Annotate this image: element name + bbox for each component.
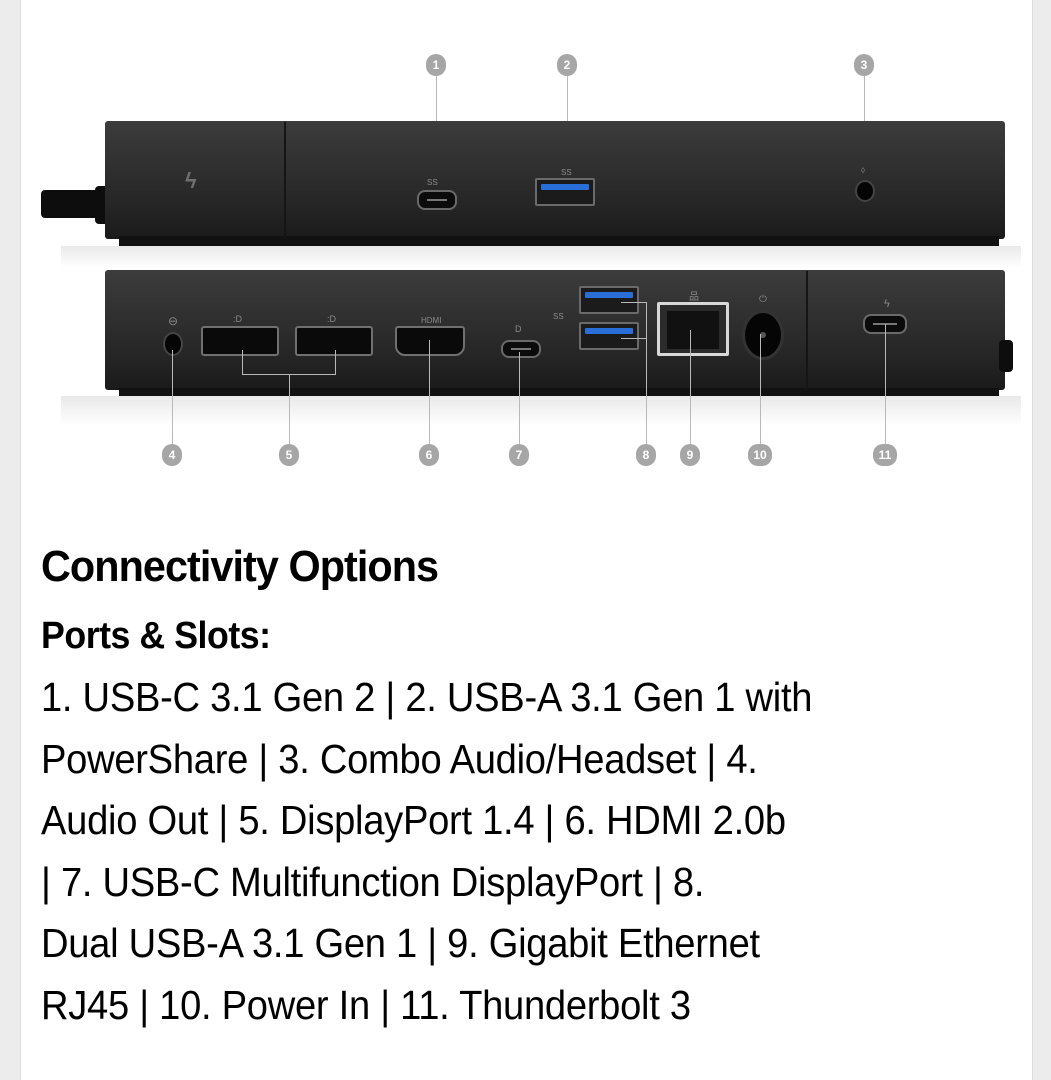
ports-line-5: Dual USB-A 3.1 Gen 1 | 9. Gigabit Ethern…: [41, 920, 760, 966]
reflection: [61, 246, 1021, 268]
callout-8: 8: [636, 444, 656, 466]
dock-front-foot: [119, 236, 999, 246]
ports-line-3: Audio Out | 5. DisplayPort 1.4 | 6. HDMI…: [41, 797, 786, 843]
rear-cable: [999, 340, 1013, 372]
usb-c-ss-label: SS: [427, 178, 438, 187]
thunderbolt-small-icon: ϟ: [884, 298, 890, 310]
port-2-usb-a: [535, 178, 595, 206]
power-icon: ⏻: [759, 294, 767, 305]
content-card: 1 2 3 ϟ SS SS ◊ ⊖ :D :D HDMI D: [20, 0, 1033, 1080]
port-9-ethernet: [657, 302, 729, 356]
section-title: Connectivity Options: [41, 542, 439, 591]
callout-5: 5: [279, 444, 299, 466]
port-5-displayport-b: [295, 326, 373, 356]
port-8-usb-a-top: [579, 286, 639, 314]
leader-line-7: [519, 352, 520, 444]
leader-line-11: [885, 324, 886, 444]
leader-line-4: [172, 350, 173, 444]
leader-line-5a: [242, 350, 243, 374]
ports-line-2: PowerShare | 3. Combo Audio/Headset | 4.: [41, 735, 758, 782]
port-5-displayport-a: [201, 326, 279, 356]
dock-front-seam: [284, 122, 286, 238]
dock-rear-foot: [119, 388, 999, 396]
section-subtitle: Ports & Slots:: [41, 615, 271, 657]
port-4-audio-out: [163, 332, 183, 356]
network-icon: 品: [689, 292, 699, 303]
port-8-usb-a-bottom: [579, 322, 639, 350]
callout-11: 11: [873, 444, 897, 466]
thunderbolt-icon: ϟ: [185, 168, 197, 193]
callout-10: 10: [748, 444, 772, 466]
port-7-usb-c-dp: [501, 340, 541, 358]
leader-line-8-top: [621, 302, 647, 303]
leader-line-10: [760, 334, 761, 444]
callout-6: 6: [419, 444, 439, 466]
dp-alt-mode-icon: D: [515, 324, 522, 334]
leader-line-5: [289, 374, 290, 444]
ports-description: 1. USB-C 3.1 Gen 2 | 2. USB-A 3.1 Gen 1 …: [41, 667, 1021, 1036]
port-3-combo-audio: [855, 180, 875, 202]
displayport-icon-b: :D: [327, 314, 336, 324]
dock-rear-seam: [806, 271, 808, 389]
reflection-rear: [61, 396, 1021, 426]
dock-diagram-image: 1 2 3 ϟ SS SS ◊ ⊖ :D :D HDMI D: [21, 0, 1032, 500]
callout-2: 2: [557, 54, 577, 76]
headset-icon: ◊: [861, 166, 865, 175]
callout-3: 3: [854, 54, 874, 76]
ports-line-6: RJ45 | 10. Power In | 11. Thunderbolt 3: [41, 981, 691, 1028]
connectivity-section: Connectivity Options Ports & Slots: 1. U…: [41, 535, 1021, 1036]
port-1-usb-c: [417, 190, 457, 210]
ports-line-4: | 7. USB-C Multifunction DisplayPort | 8…: [41, 858, 705, 905]
usb-a-ss-label: SS: [561, 168, 572, 177]
callout-9: 9: [680, 444, 700, 466]
port-10-power-in: [742, 310, 784, 360]
callout-7: 7: [509, 444, 529, 466]
callout-1: 1: [426, 54, 446, 76]
leader-line-8: [646, 302, 647, 444]
callout-4: 4: [162, 444, 182, 466]
usb-ss-rear-label: SS: [553, 312, 564, 321]
leader-line-5b: [335, 350, 336, 374]
ports-line-1: 1. USB-C 3.1 Gen 2 | 2. USB-A 3.1 Gen 1 …: [41, 674, 813, 720]
hdmi-label: HDMI: [421, 316, 442, 325]
displayport-icon-a: :D: [233, 314, 242, 324]
headphone-icon: ⊖: [168, 314, 179, 328]
port-6-hdmi: [395, 326, 465, 356]
leader-line-9: [690, 330, 691, 444]
leader-line-8-bottom: [621, 338, 647, 339]
leader-line-6: [429, 340, 430, 444]
